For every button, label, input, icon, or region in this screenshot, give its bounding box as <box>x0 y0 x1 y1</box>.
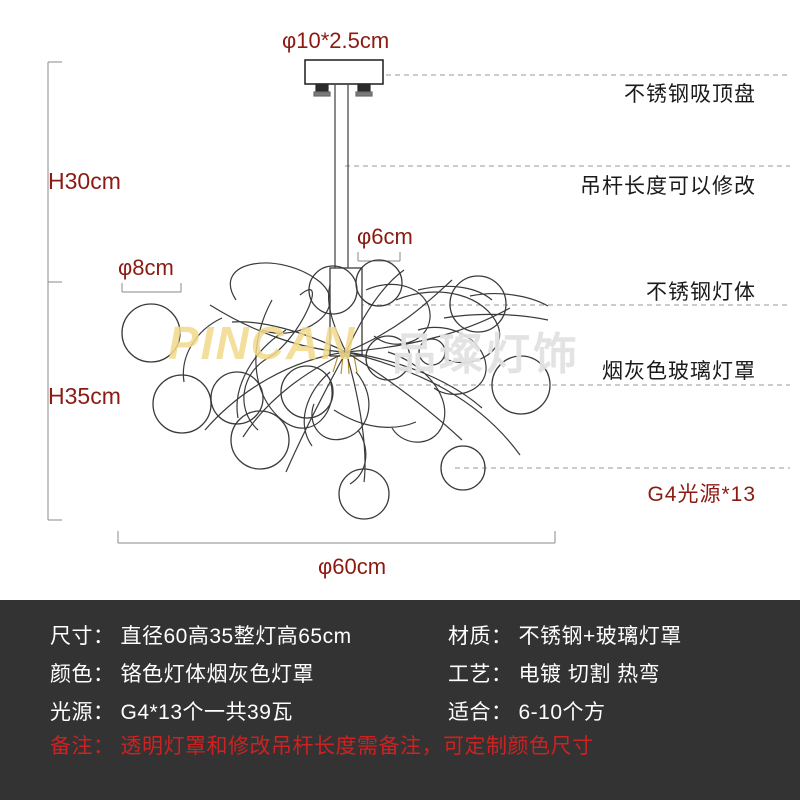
spec-color: 颜色： 铬色灯体烟灰色灯罩 <box>0 658 448 688</box>
glass-ball <box>308 265 358 315</box>
glass-ball <box>491 355 551 415</box>
callout-light-source: G4光源*13 <box>647 483 756 506</box>
glass-ball <box>440 445 486 491</box>
dimension-large-ball: φ8cm <box>118 255 174 280</box>
dimension-ceiling-plate: φ10*2.5cm <box>282 28 390 53</box>
lamp-drawing-area: PINCAN 品璨灯饰 φ10*2.5cm H30cm H35cm φ8cm φ… <box>47 28 790 579</box>
spec-note-key: 备注： <box>50 735 115 758</box>
spec-material-key: 材质： <box>448 625 513 648</box>
glass-ball <box>418 338 446 366</box>
spec-material-value: 不锈钢+玻璃灯罩 <box>518 625 682 648</box>
spec-size-value: 直径60高35整灯高65cm <box>120 625 352 648</box>
spec-suitable-area-key: 适合： <box>448 701 513 724</box>
spec-light-source: 光源： G4*13个一共39瓦 <box>0 696 448 726</box>
spec-craft: 工艺： 电镀 切割 热弯 <box>448 658 800 688</box>
spec-light-source-key: 光源： <box>50 701 115 724</box>
spec-note-value: 透明灯罩和修改吊杆长度需备注，可定制颜色尺寸 <box>120 735 594 758</box>
height-dimension-line <box>47 61 62 521</box>
lamp-body <box>329 267 363 375</box>
spec-row: 颜色： 铬色灯体烟灰色灯罩 工艺： 电镀 切割 热弯 <box>0 654 800 692</box>
ball-diameter-bracket-large <box>121 283 182 293</box>
ball-diameter-bracket-small <box>357 252 401 262</box>
spec-size-key: 尺寸： <box>50 625 115 648</box>
glass-ball <box>152 374 212 434</box>
glass-ball <box>210 371 264 425</box>
spec-row: 光源： G4*13个一共39瓦 适合： 6-10个方 <box>0 692 800 730</box>
glass-ball <box>449 275 507 333</box>
spec-suitable-area-value: 6-10个方 <box>518 701 606 724</box>
spec-note: 备注： 透明灯罩和修改吊杆长度需备注，可定制颜色尺寸 <box>0 730 800 768</box>
spec-craft-value: 电镀 切割 热弯 <box>518 663 661 686</box>
dimension-body-height: H35cm <box>48 383 121 409</box>
dimension-top-height: H30cm <box>48 168 121 194</box>
callout-rod-length: 吊杆长度可以修改 <box>580 175 756 198</box>
spec-size: 尺寸： 直径60高35整灯高65cm <box>0 620 448 650</box>
callout-lamp-body: 不锈钢灯体 <box>646 281 756 304</box>
ceiling-plate <box>304 59 384 97</box>
glass-ball <box>365 335 411 381</box>
dimension-overall-diameter: φ60cm <box>318 554 387 579</box>
diameter-dimension-line <box>117 531 556 544</box>
glass-ball <box>280 365 334 419</box>
spec-suitable-area: 适合： 6-10个方 <box>448 696 800 726</box>
spec-material: 材质： 不锈钢+玻璃灯罩 <box>448 620 800 650</box>
spec-craft-key: 工艺： <box>448 663 513 686</box>
specification-panel: 尺寸： 直径60高35整灯高65cm 材质： 不锈钢+玻璃灯罩 颜色： 铬色灯体… <box>0 600 800 800</box>
spec-light-source-value: G4*13个一共39瓦 <box>120 701 293 724</box>
dimension-small-ball: φ6cm <box>357 224 413 249</box>
glass-ball <box>121 303 181 363</box>
lamp-line-drawing <box>47 59 790 544</box>
glass-ball-shades <box>121 259 551 520</box>
spec-row: 尺寸： 直径60高35整灯高65cm 材质： 不锈钢+玻璃灯罩 <box>0 616 800 654</box>
glass-ball <box>338 468 390 520</box>
spec-color-key: 颜色： <box>50 663 115 686</box>
callout-glass-shade: 烟灰色玻璃灯罩 <box>602 360 756 383</box>
callout-ceiling-plate: 不锈钢吸顶盘 <box>624 83 756 106</box>
glass-ball <box>355 259 403 307</box>
spec-color-value: 铬色灯体烟灰色灯罩 <box>120 663 314 686</box>
drop-rod <box>334 84 349 270</box>
